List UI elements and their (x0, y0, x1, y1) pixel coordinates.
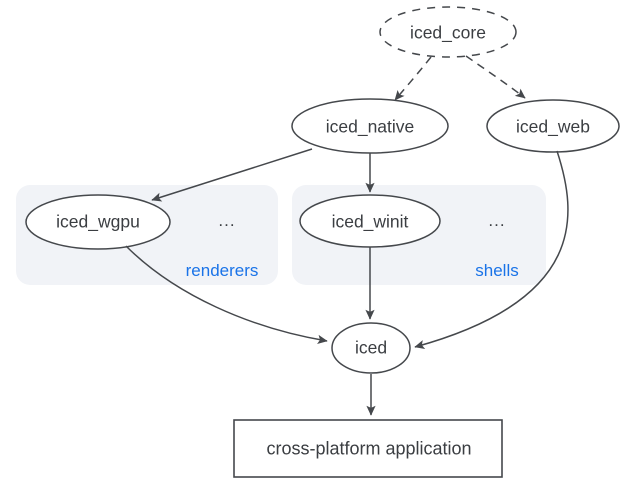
shells-ellipsis: ... (488, 211, 506, 230)
renderers-group-label: renderers (185, 261, 259, 280)
node-label-cross-platform-application: cross-platform application (266, 438, 472, 459)
node-iced-core (379, 6, 517, 58)
node-iced-wgpu (25, 194, 171, 250)
edge-native-to-wgpu (151, 148, 313, 202)
edge-wgpu-to-iced (125, 245, 328, 344)
edge-core-to-native (394, 56, 432, 101)
node-iced (331, 322, 411, 374)
renderers-ellipsis: ... (218, 211, 236, 230)
node-label-iced-wgpu: iced_wgpu (56, 211, 140, 232)
edge-core-to-web (465, 55, 526, 99)
node-label-iced: iced (354, 337, 388, 358)
node-iced-web (486, 99, 620, 153)
node-label-iced-native: iced_native (325, 116, 415, 137)
node-label-iced-core: iced_core (410, 22, 486, 43)
shells-group-label: shells (475, 261, 519, 280)
node-label-iced-winit: iced_winit (331, 211, 409, 232)
node-label-iced-web: iced_web (516, 116, 590, 137)
edge-web-to-iced (414, 150, 569, 349)
node-cross-platform-application (233, 419, 503, 478)
